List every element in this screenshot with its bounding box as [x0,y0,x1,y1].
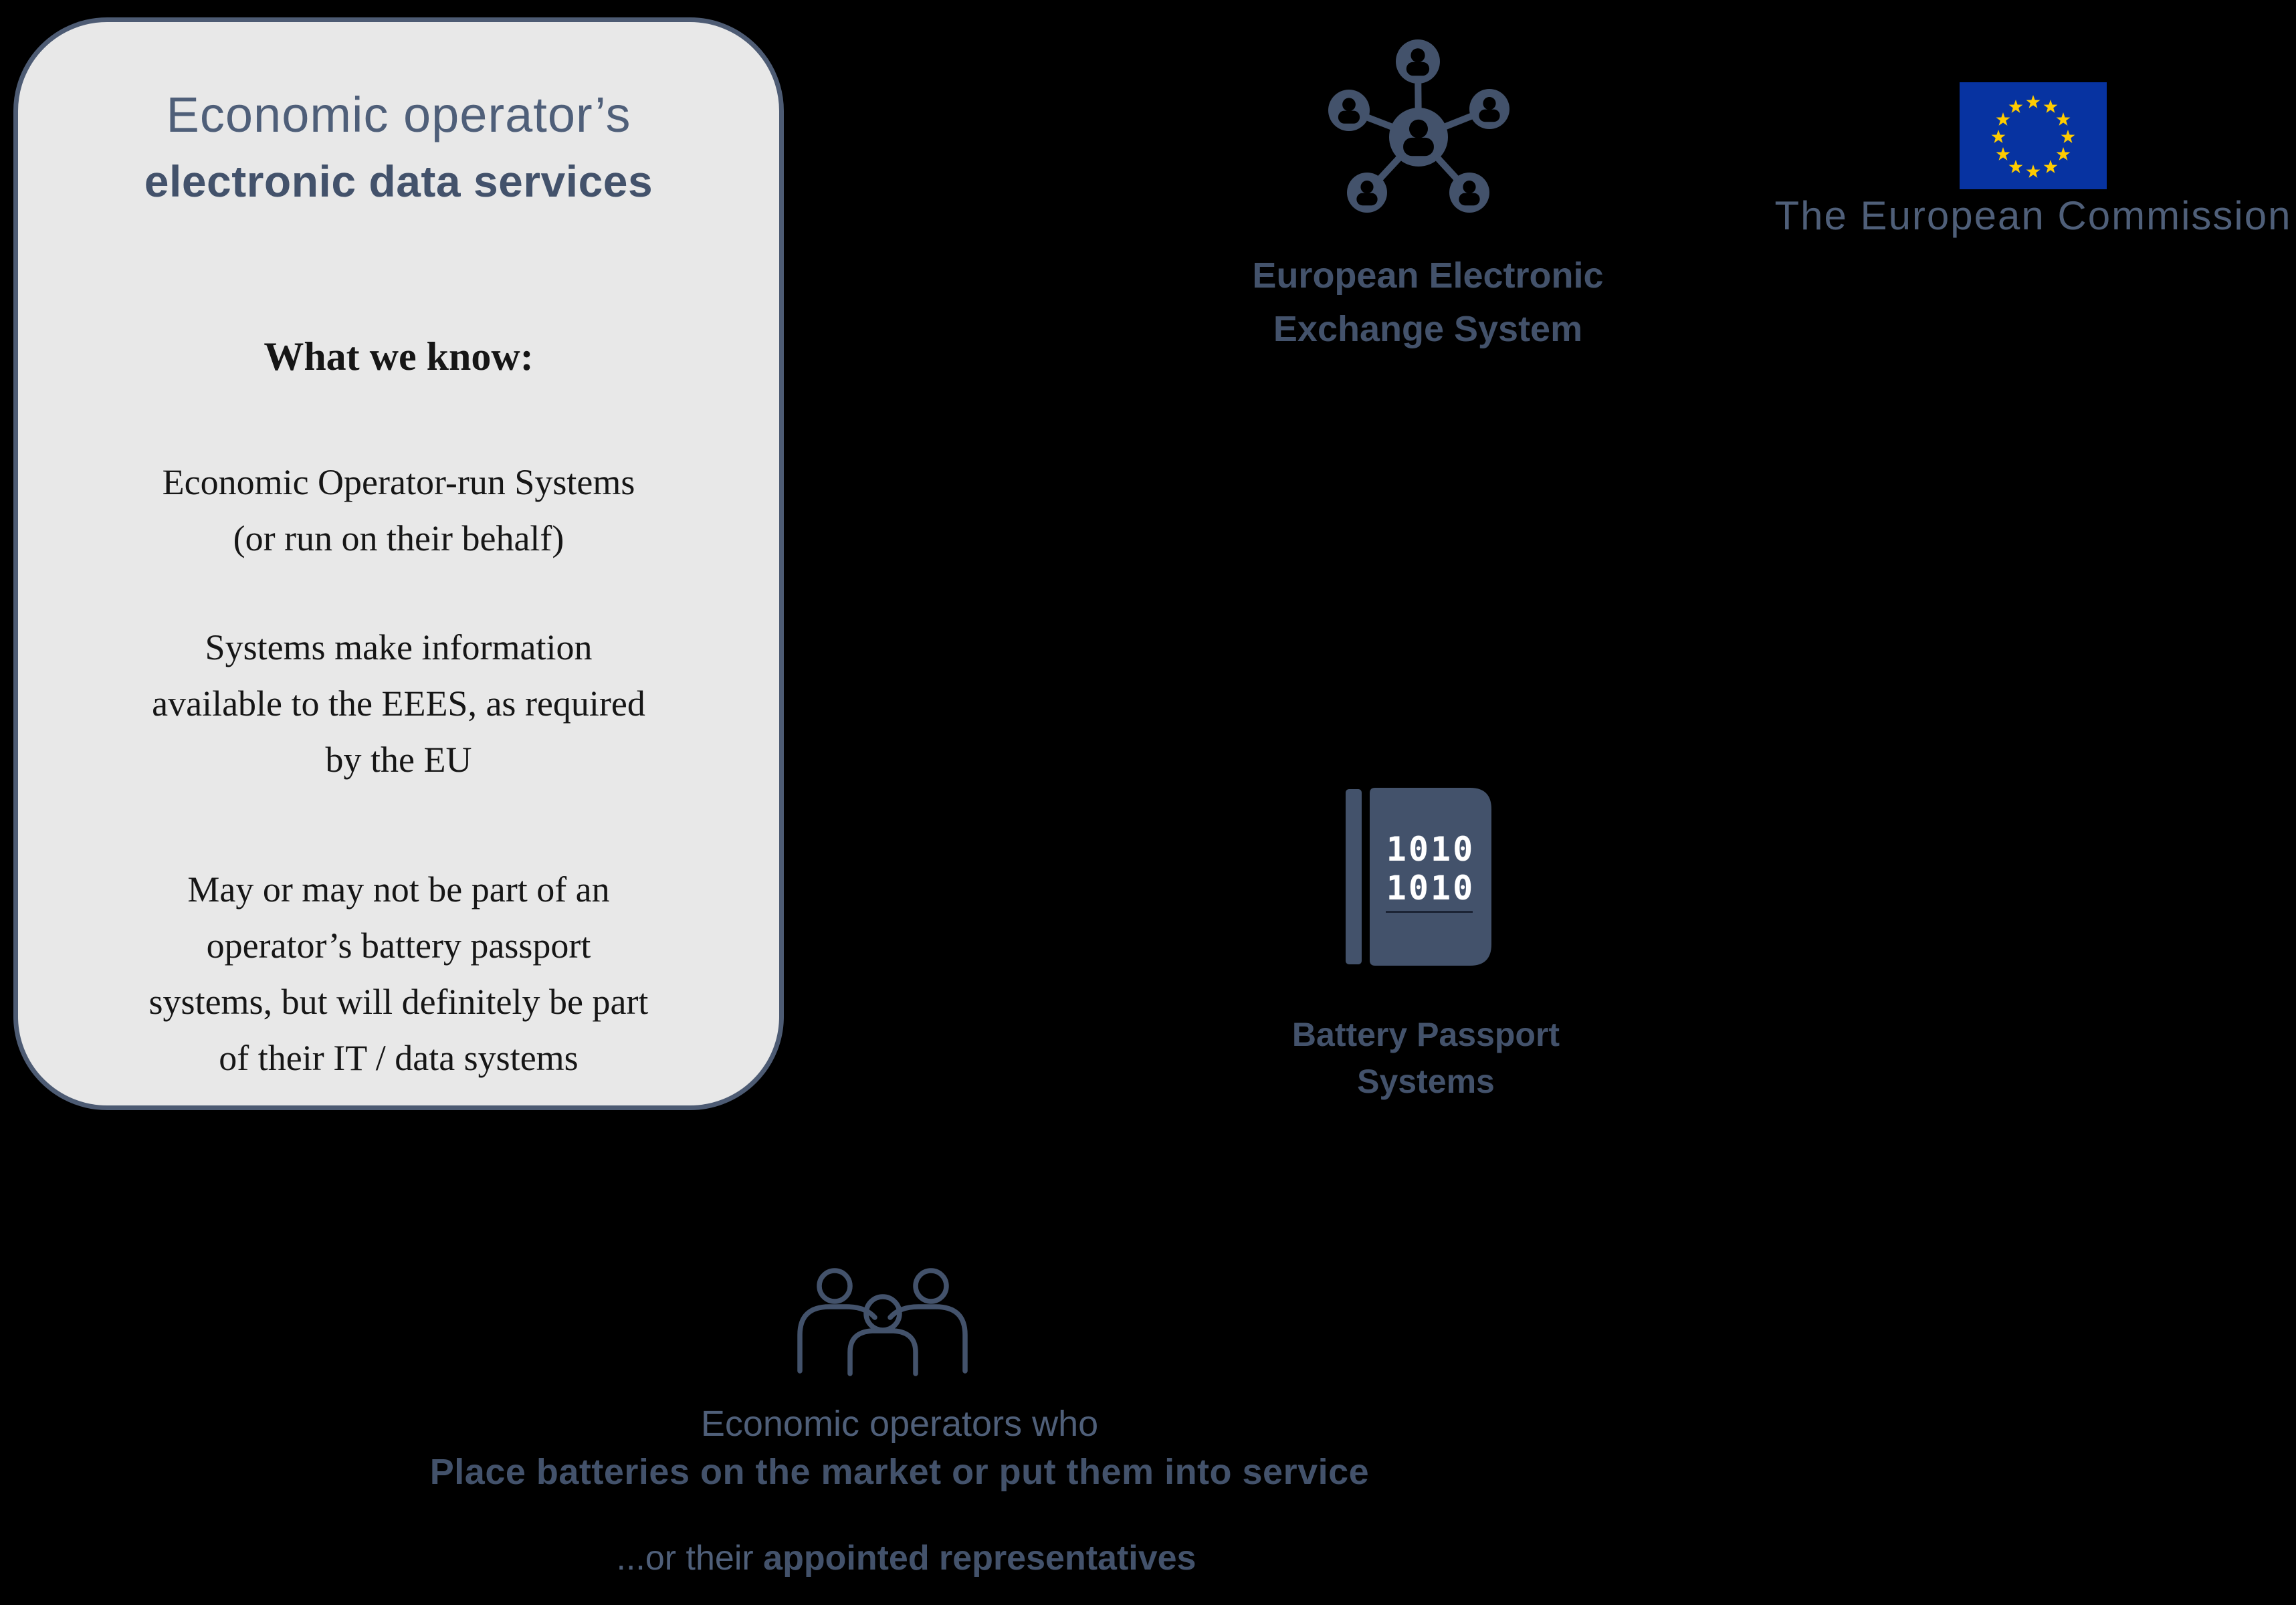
card-paragraph-3: May or may not be part of an operator’s … [148,869,649,1078]
economic-operator-card: Economic operator’s electronic data serv… [13,17,784,1110]
operators-line2: Place batteries on the market or put the… [429,1452,1370,1492]
eu-flag-icon [1960,82,2107,189]
card-paragraph-2: Systems make information available to th… [152,627,645,780]
card-heading: What we know: [264,334,534,379]
operators-line3-bold: appointed representatives [763,1539,1196,1578]
book-divider-line [1386,911,1473,913]
card-paragraph-1: Economic Operator-run Systems (or run on… [162,462,635,558]
operators-line1: Economic operators who [700,1404,1099,1444]
operators-line3: ...or their appointed representatives [364,1538,1448,1578]
battery-passport-label: Battery Passport Systems [1291,1016,1560,1100]
operators-line3-prefix: ...or their [616,1539,764,1578]
people-group-icon [797,1268,968,1376]
battery-passport-book-icon: 1010 1010 [1346,788,1493,966]
network-people-icon [1328,39,1509,213]
binary-code-text: 1010 1010 [1386,830,1475,907]
card-title-line1: Economic operator’s [166,87,631,142]
eees-label: European Electronic Exchange System [1252,255,1604,349]
card-title-line2: electronic data services [144,156,653,206]
commission-label: The European Commission [1774,193,2292,238]
